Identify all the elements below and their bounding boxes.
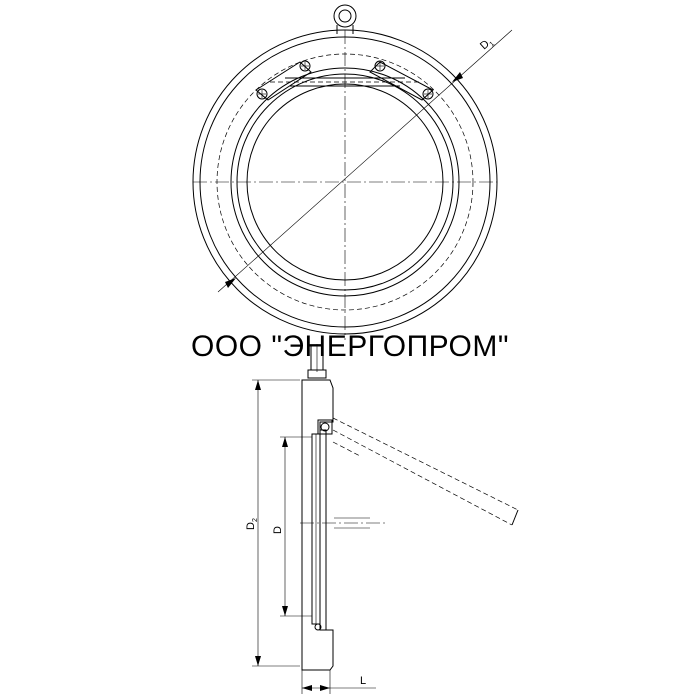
svg-text:D1: D1 — [478, 35, 496, 53]
d2-subscript: 2 — [252, 518, 259, 522]
seal-icon — [314, 623, 322, 631]
company-caption: ООО "ЭНЕРГОПРОМ" — [190, 330, 510, 363]
screw-icon — [422, 88, 434, 100]
screw-icon — [256, 88, 268, 100]
d2-dimension: D2 — [245, 379, 300, 667]
front-view: D1 — [192, 4, 513, 340]
lifting-eye — [333, 4, 357, 34]
screw-icon — [299, 60, 311, 72]
hinge-pin — [317, 419, 333, 435]
d1-dimension: D1 — [217, 29, 513, 293]
l-dimension: L — [301, 670, 376, 694]
d-dimension: D — [272, 436, 312, 617]
svg-text:D2: D2 — [245, 518, 259, 530]
screw-icon — [374, 60, 386, 72]
side-section-view: D2 D L — [245, 344, 519, 694]
l-label: L — [360, 675, 366, 687]
disc-open-position — [332, 417, 519, 526]
d-label: D — [272, 526, 284, 534]
hinge-bar — [255, 60, 434, 101]
d2-label: D — [245, 522, 257, 530]
d1-subscript: 1 — [489, 41, 497, 49]
